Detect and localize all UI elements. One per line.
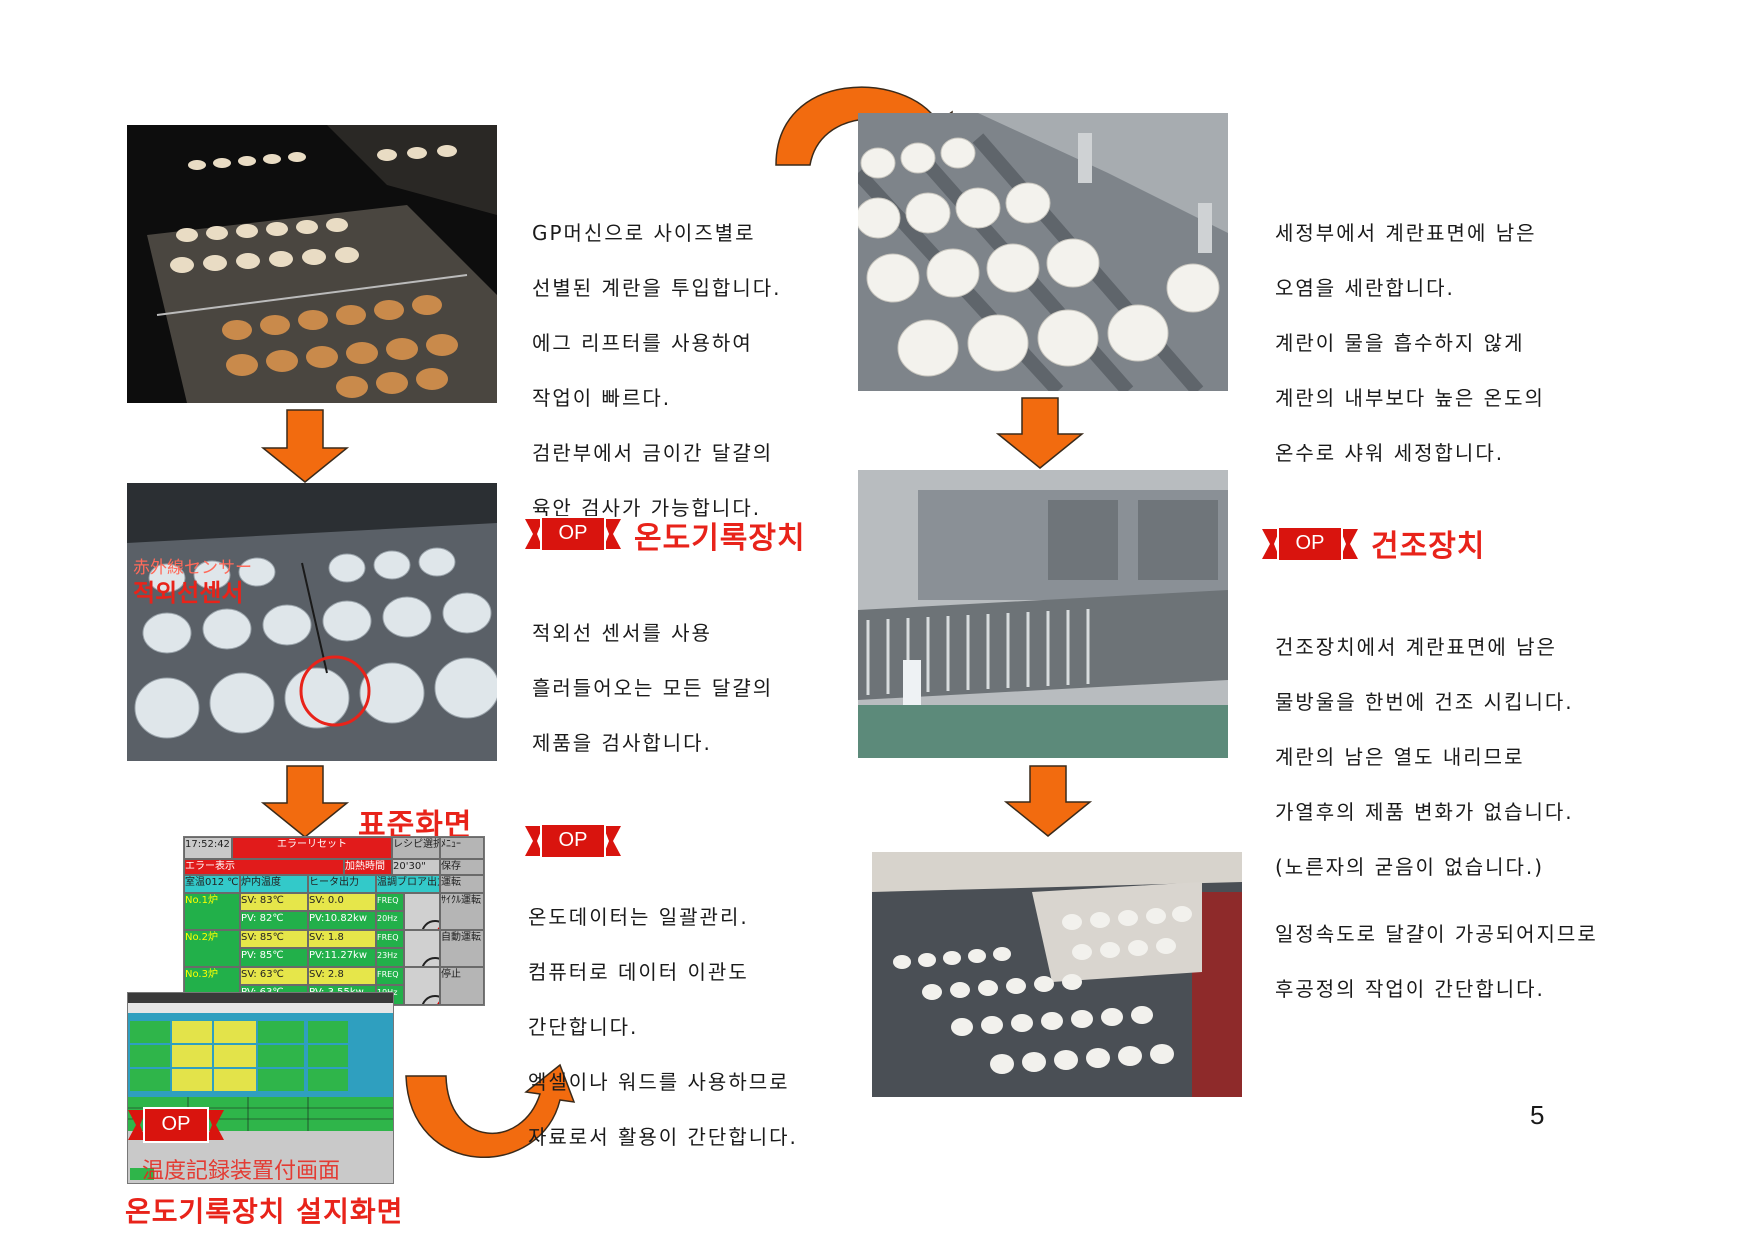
furnace-temp-header: 炉内温度 [240, 875, 308, 893]
heater-output-header: ヒータ出力 [308, 875, 376, 893]
infrared-overlay-kr: 적외선센서 [133, 579, 244, 607]
heat-time-value: 20'30" [392, 859, 440, 875]
text-line: 적외선 센서를 사용 [532, 620, 712, 645]
furnace-sv: SV: 63℃ [240, 967, 308, 985]
text-line: 세정부에서 계란표면에 남은 [1275, 220, 1537, 245]
heater-sv: SV: 2.8 [308, 967, 376, 985]
text-line: 오염을 세란합니다. [1275, 275, 1455, 300]
drying-unit-photo [858, 470, 1228, 758]
text-line: 흘러들어오는 모든 달걀의 [532, 675, 774, 700]
op-badge-label: OP [161, 1113, 191, 1135]
gp-machine-photo [127, 125, 497, 403]
text-line: 작업이 빠르다. [532, 385, 672, 410]
text-line: 컴퓨터로 데이터 이관도 [528, 959, 749, 984]
text-line: 제품을 검사합니다. [532, 730, 712, 755]
stop-button[interactable]: 停止 [440, 967, 484, 1005]
text-line: 건조장치에서 계란표면에 남은 [1275, 634, 1557, 659]
room-temp-header: 室温012 ℃ [184, 875, 240, 893]
data-description: 온도데이터는 일괄관리. 컴퓨터로 데이터 이관도 간단합니다. 엑셀이나 워드… [528, 876, 798, 1179]
op-badge: OP [1262, 525, 1358, 563]
cycle-operation-button[interactable]: ｻｲｸﾙ運転 [440, 893, 484, 930]
text-line: GP머신으로 사이즈별로 [532, 220, 756, 245]
op-badge-label: OP [558, 829, 588, 851]
blower-freq: FREQ [376, 967, 404, 985]
heater-sv: SV: 1.8 [308, 930, 376, 948]
save-button[interactable]: 保存 [440, 859, 484, 875]
text-line: 계란의 내부보다 높은 온도의 [1275, 385, 1545, 410]
down-arrow-icon [1003, 765, 1093, 837]
error-reset-button[interactable]: エラーリセット [232, 837, 392, 859]
text-line: 육안 검사가 가능합니다. [532, 495, 762, 520]
heater-pv: PV:11.27kw [308, 948, 376, 967]
error-display: エラー表示 [184, 859, 344, 875]
auto-operation-button[interactable]: 自動運転 [440, 930, 484, 967]
output-description: 일정속도로 달걀이 가공되어지므로 후공정의 작업이 간단합니다. [1275, 893, 1598, 1031]
furnace-row-name: No.2炉 [184, 930, 240, 967]
text-line: (노른자의 굳음이 없습니다.) [1275, 854, 1545, 879]
page-number: 5 [1530, 1100, 1545, 1130]
infrared-title: 온도기록장치 [634, 521, 806, 556]
blower-freq: FREQ [376, 893, 404, 911]
operation-header: 運転 [440, 875, 484, 893]
text-line: 물방울을 한번에 건조 시킵니다. [1275, 689, 1574, 714]
furnace-sv: SV: 85℃ [240, 930, 308, 948]
curved-arrow-icon [405, 1063, 576, 1158]
blower-output-header: 温調ブロア出力 [376, 875, 440, 893]
menu-button[interactable]: ﾒﾆｭｰ [440, 837, 484, 859]
text-line: 에그 리프터를 사용하여 [532, 330, 753, 355]
washing-unit-photo [858, 113, 1228, 391]
gp-machine-description: GP머신으로 사이즈별로 선별된 계란을 투입합니다. 에그 리프터를 사용하여… [532, 192, 781, 550]
infrared-overlay-jp: 赤外線センサー [133, 558, 252, 578]
text-line: 자료로서 활용이 간단합니다. [528, 1124, 798, 1149]
op-badge-label: OP [1295, 532, 1325, 554]
down-arrow-icon [995, 397, 1085, 469]
curved-arrow-icon [775, 86, 953, 166]
drying-title: 건조장치 [1371, 529, 1486, 564]
heater-pv: PV:10.82kw [308, 911, 376, 930]
recipe-select-button[interactable]: レシピ選択 [392, 837, 440, 859]
install-screen-caption: 온도기록장치 설지화면 [125, 1195, 404, 1228]
install-screen: 温度記録装置付画面 [127, 992, 394, 1184]
text-line: 간단합니다. [528, 1014, 639, 1039]
down-arrow-icon [260, 409, 350, 483]
text-line: 검란부에서 금이간 달걀의 [532, 440, 774, 465]
furnace-pv: PV: 85℃ [240, 948, 308, 967]
screen-clock: 17:52:42 [184, 837, 232, 859]
gauge-icon [404, 893, 440, 930]
down-arrow-icon [260, 765, 350, 838]
op-badge: OP [525, 822, 621, 860]
processed-eggs-photo [872, 852, 1242, 1097]
blower-freq: FREQ [376, 930, 404, 948]
heat-time-label: 加熱時間 [344, 859, 392, 875]
text-line: 엑셀이나 워드를 사용하므로 [528, 1069, 790, 1094]
op-badge: OP [525, 515, 621, 553]
heater-sv: SV: 0.0 [308, 893, 376, 911]
text-line: 후공정의 작업이 간단합니다. [1275, 976, 1545, 1001]
infrared-sensor-photo: 赤外線センサー 적외선센서 [127, 483, 497, 761]
infrared-description: 적외선 센서를 사용 흘러들어오는 모든 달걀의 제품을 검사합니다. [532, 592, 773, 785]
text-line: 온수로 샤워 세정합니다. [1275, 440, 1505, 465]
blower-hz: 23Hz [376, 948, 404, 967]
furnace-sv: SV: 83℃ [240, 893, 308, 911]
gauge-icon [404, 967, 440, 1005]
standard-screen: 17:52:42 エラーリセット レシピ選択 ﾒﾆｭｰ エラー表示 加熱時間 2… [183, 836, 485, 1006]
furnace-row-name: No.1炉 [184, 893, 240, 930]
gauge-icon [404, 930, 440, 967]
op-badge: OP [128, 1106, 224, 1144]
op-badge-label: OP [558, 522, 588, 544]
furnace-pv: PV: 82℃ [240, 911, 308, 930]
text-line: 선별된 계란을 투입합니다. [532, 275, 782, 300]
text-line: 가열후의 제품 변화가 없습니다. [1275, 799, 1574, 824]
install-overlay-text: 温度記録装置付画面 [142, 1159, 341, 1184]
text-line: 일정속도로 달걀이 가공되어지므로 [1275, 921, 1598, 946]
text-line: 온도데이터는 일괄관리. [528, 904, 749, 929]
washing-description: 세정부에서 계란표면에 남은 오염을 세란합니다. 계란이 물을 흡수하지 않게… [1275, 192, 1545, 495]
drying-description: 건조장치에서 계란표면에 남은 물방울을 한번에 건조 시킵니다. 계란의 남은… [1275, 606, 1574, 909]
text-line: 계란이 물을 흡수하지 않게 [1275, 330, 1525, 355]
blower-hz: 20Hz [376, 911, 404, 930]
text-line: 계란의 남은 열도 내리므로 [1275, 744, 1525, 769]
